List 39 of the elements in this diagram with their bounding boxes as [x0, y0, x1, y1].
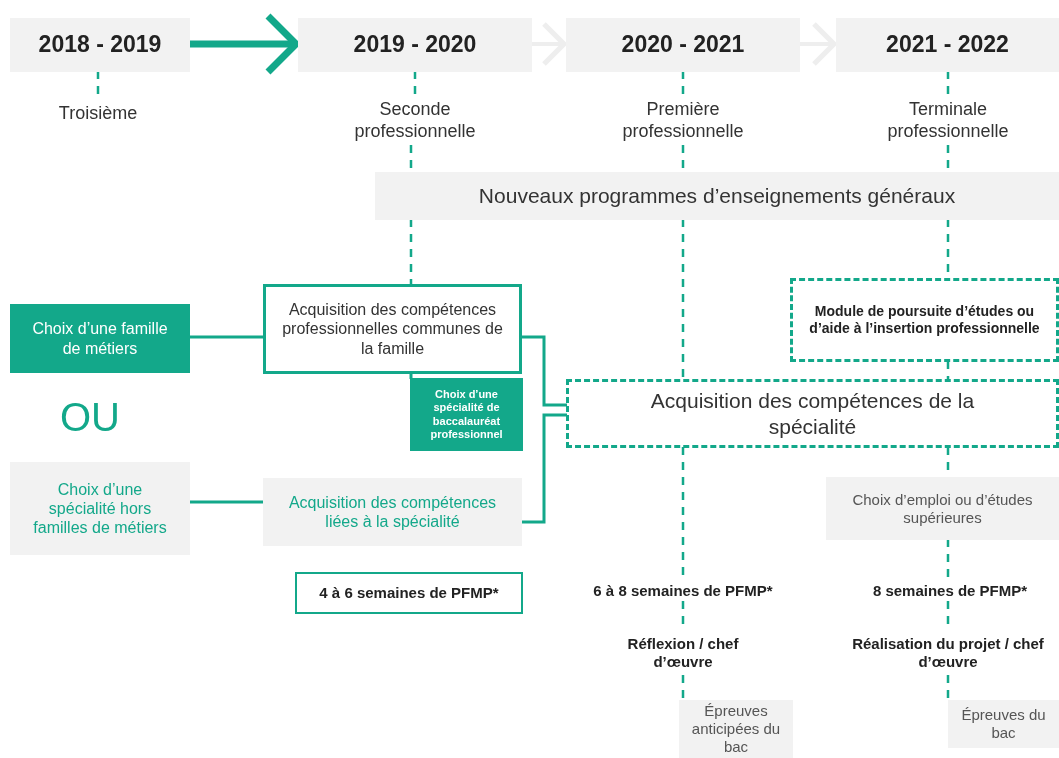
duration-box: 4 à 6 semaines de PFMP* [295, 572, 523, 614]
connector-line [413, 71, 417, 97]
exam-box: Épreuves du bac [948, 700, 1059, 748]
step-text: Réflexion / chef d’œuvre [600, 630, 766, 676]
class-level-text: Troisième [38, 100, 158, 128]
process-box: Acquisition des compétences de la spécialité [566, 379, 1059, 448]
connector-line [521, 335, 567, 407]
connector-line [409, 219, 413, 285]
connector-line [189, 500, 264, 504]
class-level-text: Terminale professionnelle [860, 96, 1036, 146]
choice-box: Choix d’une spécialité de baccalauréat professionnel [410, 378, 523, 451]
connector-line [681, 219, 685, 380]
connector-line [521, 413, 567, 524]
connector-line [946, 361, 950, 380]
process-box: Acquisition des compétences professionnelles communes de la famille [263, 284, 522, 374]
separator-text: OU [60, 395, 120, 440]
connector-line [409, 373, 413, 379]
arrow [190, 12, 300, 76]
step-text: Réalisation du projet / chef d’œuvre [836, 630, 1059, 676]
programme-band: Nouveaux programmes d’enseignements généraux [375, 172, 1059, 220]
class-level-text: Seconde professionnelle [320, 96, 510, 146]
year-box: 2019 - 2020 [298, 18, 532, 72]
connector-line [681, 675, 685, 701]
choice-box: Choix d’une spécialité hors familles de métiers [10, 462, 190, 555]
year-box: 2020 - 2021 [566, 18, 800, 72]
class-level-text: Première professionnelle [590, 96, 776, 146]
choice-box: Choix d’une famille de métiers [10, 304, 190, 373]
connector-line [189, 335, 264, 339]
connector-line [946, 675, 950, 701]
connector-line [946, 71, 950, 97]
year-box: 2021 - 2022 [836, 18, 1059, 72]
exam-box: Épreuves anticipées du bac [679, 700, 793, 758]
step-text: 6 à 8 semaines de PFMP* [570, 580, 796, 602]
connector-line [681, 71, 685, 97]
module-box: Module de poursuite d’études ou d’aide à l’insertion professionnelle [790, 278, 1059, 362]
year-box: 2018 - 2019 [10, 18, 190, 72]
step-text: 8 semaines de PFMP* [850, 580, 1050, 602]
process-box: Acquisition des compétences liées à la spécialité [263, 478, 522, 546]
exam-box: Choix d’emploi ou d’études supérieures [826, 477, 1059, 540]
